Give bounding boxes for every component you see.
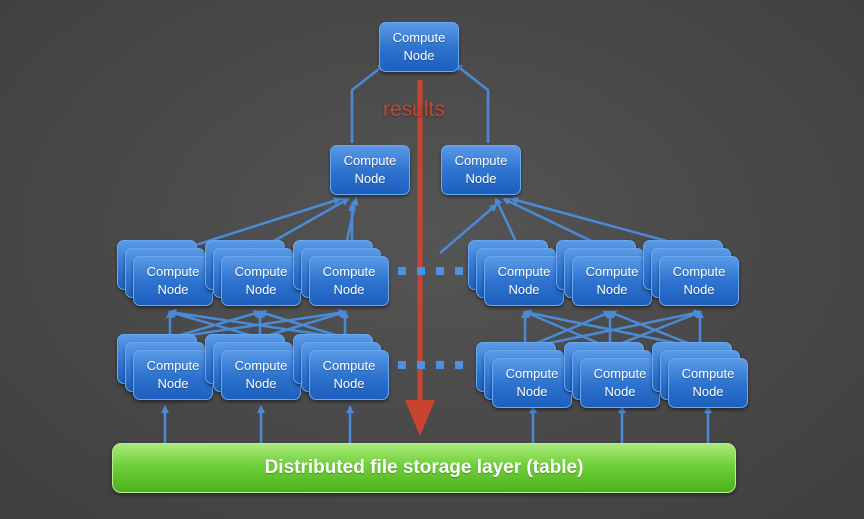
node-label-line: Compute: [234, 358, 288, 373]
node-label-line: Node: [157, 376, 189, 391]
node-label-line: Node: [354, 171, 386, 186]
node-label-line: Compute: [392, 30, 446, 45]
results-label: results: [383, 98, 445, 121]
node-label-line: Node: [516, 384, 548, 399]
node-label-line: Node: [508, 282, 540, 297]
node-label-line: Compute: [146, 358, 200, 373]
node-label-line: Compute: [497, 264, 551, 279]
node-label-line: Compute: [322, 264, 376, 279]
node-label-line: Node: [683, 282, 715, 297]
edge-mid-right-to-top: [454, 63, 490, 143]
node-label-line: Node: [245, 376, 277, 391]
left-ellipsis-upper: [398, 267, 463, 275]
edge-lower-left-1-to-upper-0: [168, 309, 261, 340]
node-label-line: Compute: [322, 358, 376, 373]
storage-layer: Distributed file storage layer (table): [112, 443, 736, 493]
edge-mid-left-to-top: [350, 63, 386, 143]
node-label-line: Node: [157, 282, 189, 297]
left-ellipsis-lower: [398, 361, 463, 369]
node-label-line: Node: [692, 384, 724, 399]
node-label-line: Node: [245, 282, 277, 297]
node-label-line: Compute: [234, 264, 288, 279]
node-label-line: Node: [465, 171, 497, 186]
node-label-line: Node: [333, 376, 365, 391]
results-arrow-head: [405, 400, 435, 436]
edge-upper-right-extra-a: [439, 203, 498, 254]
node-label-line: Compute: [343, 153, 397, 168]
node-label-line: Compute: [454, 153, 508, 168]
node-label-line: Node: [604, 384, 636, 399]
edge-lower-left-2-to-upper-0: [168, 308, 346, 340]
node-label-line: Compute: [505, 366, 559, 381]
node-label-line: Node: [333, 282, 365, 297]
node-label-line: Compute: [681, 366, 735, 381]
node-label-line: Compute: [593, 366, 647, 381]
node-label-line: Node: [403, 48, 435, 63]
node-label-line: Compute: [672, 264, 726, 279]
node-label-line: Compute: [585, 264, 639, 279]
node-label-line: Node: [596, 282, 628, 297]
edge-lower-left-2-to-upper-1: [258, 309, 346, 340]
node-label-line: Compute: [146, 264, 200, 279]
